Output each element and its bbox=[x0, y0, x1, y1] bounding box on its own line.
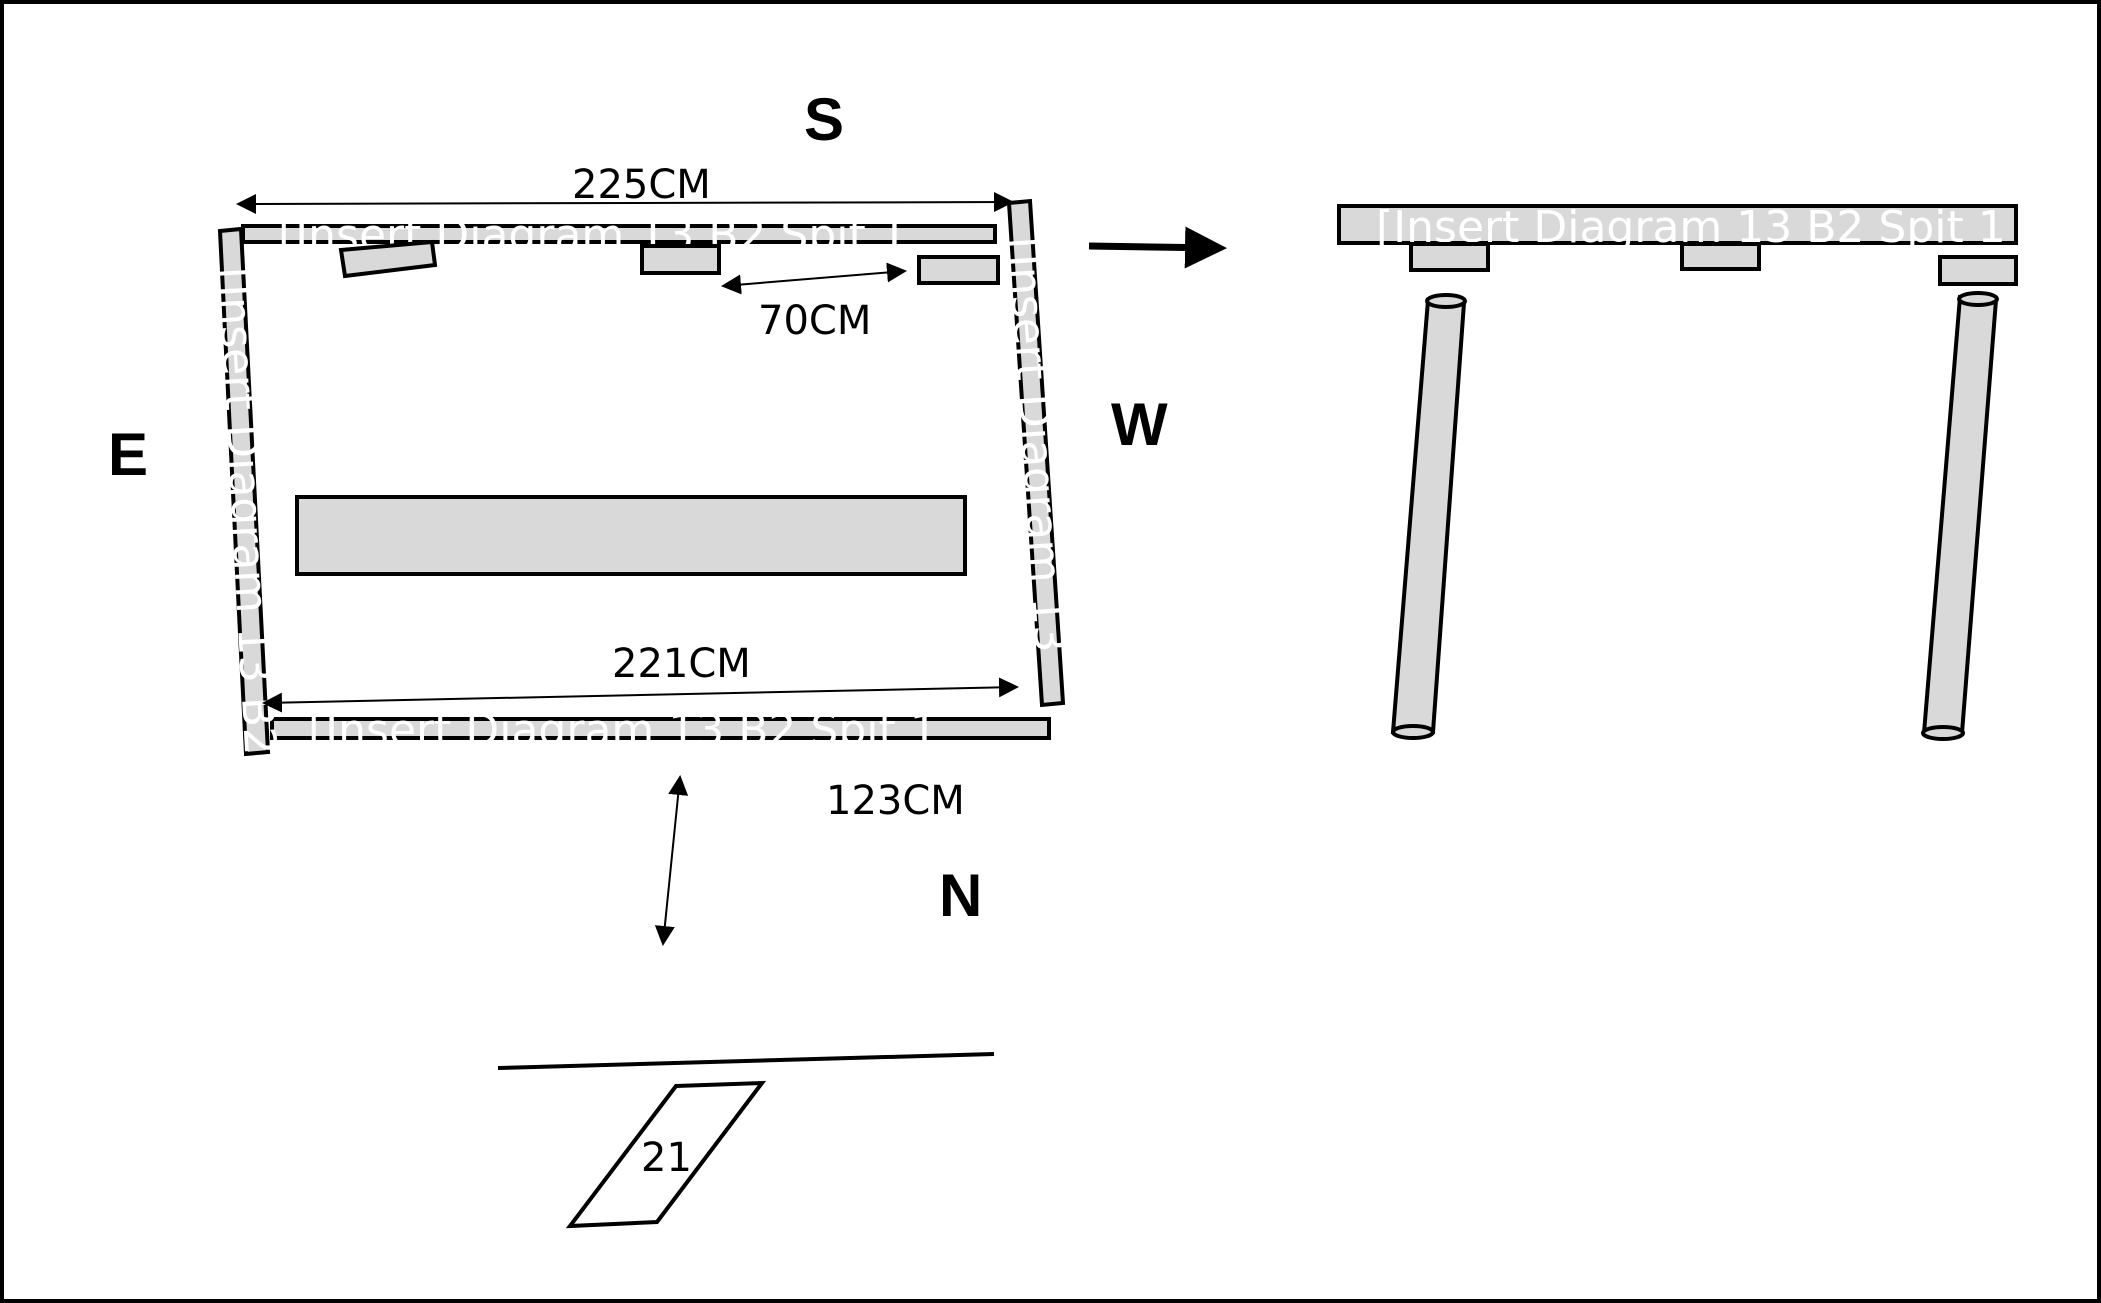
top-width-label: 225CM bbox=[572, 162, 711, 208]
feature-21-outline bbox=[565, 1080, 767, 1229]
elevation-block-right bbox=[1938, 255, 2018, 286]
bottom-beam-label: [Insert Diagram 13 B2 Spit 1 bbox=[308, 705, 938, 756]
bottom-width-label: 221CM bbox=[612, 641, 751, 687]
middle-block bbox=[640, 244, 721, 275]
central-plank bbox=[295, 495, 967, 576]
compass-north: N bbox=[939, 862, 982, 929]
compass-south: S bbox=[804, 86, 844, 153]
elevation-block-left bbox=[1409, 242, 1490, 272]
north-offset-arrow bbox=[654, 775, 689, 946]
gap-arrow bbox=[721, 262, 907, 295]
view-arrow bbox=[1088, 226, 1227, 269]
north-offset-label: 123CM bbox=[826, 778, 965, 824]
elevation-block-middle bbox=[1680, 242, 1761, 271]
compass-east: E bbox=[108, 421, 148, 488]
reference-line bbox=[497, 1052, 995, 1070]
feature-21-label: 21 bbox=[641, 1135, 692, 1181]
compass-west: W bbox=[1111, 391, 1168, 458]
top-width-arrow bbox=[236, 192, 1014, 214]
tilted-block bbox=[338, 239, 438, 279]
elevation-beam bbox=[1337, 204, 2018, 245]
right-block bbox=[917, 255, 1000, 285]
left-post bbox=[1390, 293, 1467, 740]
bottom-beam bbox=[270, 717, 1051, 740]
bottom-width-arrow bbox=[262, 677, 1019, 713]
gap-label: 70CM bbox=[758, 298, 871, 344]
right-post bbox=[1921, 291, 1999, 741]
west-beam bbox=[1006, 198, 1066, 708]
east-beam bbox=[217, 226, 271, 757]
